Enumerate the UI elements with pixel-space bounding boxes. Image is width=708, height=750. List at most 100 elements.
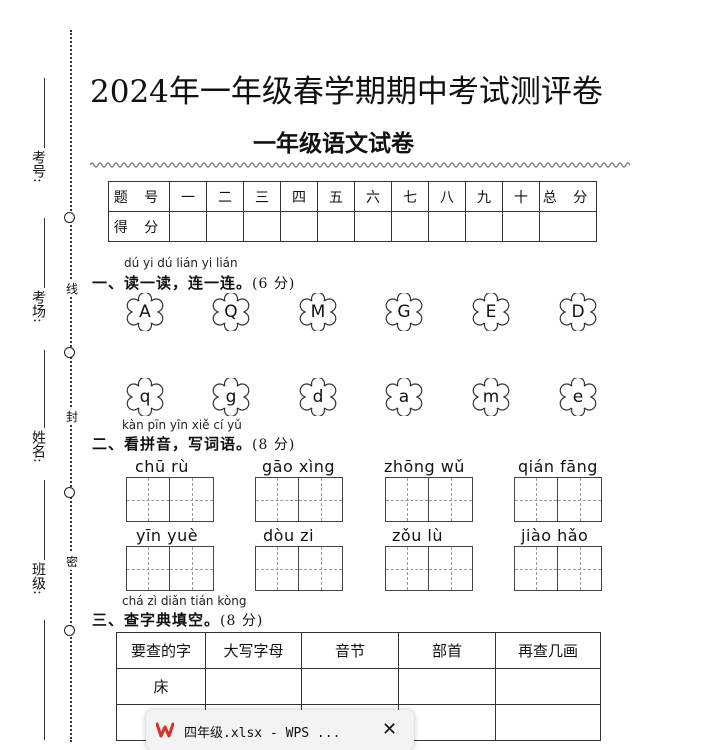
grid-cell[interactable] xyxy=(127,547,170,590)
grid-cell[interactable] xyxy=(299,547,342,590)
grid-cell[interactable] xyxy=(386,478,429,521)
binding-hole xyxy=(64,212,75,223)
flower-upper: G xyxy=(385,293,423,331)
writing-grid[interactable] xyxy=(255,546,343,591)
word-pinyin: chū rù xyxy=(135,457,189,476)
dict-answer-cell[interactable] xyxy=(495,704,601,741)
score-col-7: 七 xyxy=(391,181,429,212)
flower-shape xyxy=(299,378,337,416)
section3-points: (8 分) xyxy=(220,613,264,629)
flower-shape xyxy=(126,378,164,416)
dict-answer-cell[interactable] xyxy=(398,704,496,741)
flower-shape xyxy=(472,293,510,331)
score-col-6: 六 xyxy=(354,181,392,212)
score-cell xyxy=(169,211,207,242)
flower-letter: g xyxy=(225,387,237,407)
score-label-total: 总 分 xyxy=(539,181,597,212)
window-title: 四年级.xlsx - WPS ... xyxy=(184,726,341,741)
fill-line xyxy=(44,78,45,148)
seal-char-secret: 密 xyxy=(66,553,79,570)
flower-letter: D xyxy=(571,302,585,322)
score-cell xyxy=(280,211,318,242)
grid-cell[interactable] xyxy=(429,478,472,521)
grid-cell[interactable] xyxy=(170,478,213,521)
word-pinyin: yīn yuè xyxy=(136,526,199,545)
dict-answer-cell[interactable] xyxy=(205,668,302,705)
flower-shape xyxy=(559,293,597,331)
flower-upper: M xyxy=(299,293,337,331)
grid-cell[interactable] xyxy=(127,478,170,521)
score-col-3: 三 xyxy=(243,181,281,212)
grid-cell[interactable] xyxy=(256,547,299,590)
score-row-numbers: 题 号 一 二 三 四 五 六 七 八 九 十 总 分 xyxy=(108,181,597,212)
dict-header-radical: 部首 xyxy=(398,632,496,669)
flower-lower: a xyxy=(385,378,423,416)
grid-cell[interactable] xyxy=(170,547,213,590)
dict-header-strokes: 再查几画 xyxy=(495,632,601,669)
score-label-question: 题 号 xyxy=(108,181,170,212)
flower-shape xyxy=(385,378,423,416)
writing-grid[interactable] xyxy=(385,546,473,591)
writing-grid[interactable] xyxy=(385,477,473,522)
score-cell xyxy=(502,211,540,242)
dict-answer-cell[interactable] xyxy=(398,668,496,705)
flower-lower: m xyxy=(472,378,510,416)
writing-grid[interactable] xyxy=(255,477,343,522)
score-row-points: 得 分 xyxy=(108,211,597,242)
section3-heading: 三、查字典填空。(8 分) xyxy=(92,609,263,630)
writing-grid[interactable] xyxy=(514,477,602,522)
flower-shape xyxy=(126,293,164,331)
grid-cell[interactable] xyxy=(256,478,299,521)
score-col-2: 二 xyxy=(206,181,244,212)
section3-title: 三、查字典填空。 xyxy=(92,611,221,629)
section2-title: 二、看拼音，写词语。 xyxy=(92,435,253,453)
grid-cell[interactable] xyxy=(299,478,342,521)
binding-dotted-line xyxy=(70,30,72,742)
seal-char-seal: 封 xyxy=(66,408,79,425)
wps-logo-icon xyxy=(156,722,174,738)
flower-upper: A xyxy=(126,293,164,331)
score-col-8: 八 xyxy=(428,181,466,212)
score-col-9: 九 xyxy=(465,181,503,212)
page-title: 2024年一年级春学期期中考试测评卷 xyxy=(90,74,603,110)
flower-letter: d xyxy=(312,387,324,407)
flower-letter: A xyxy=(139,302,151,322)
score-cell xyxy=(539,211,597,242)
close-icon[interactable]: ✕ xyxy=(382,719,398,740)
flower-upper: D xyxy=(559,293,597,331)
taskbar-window-preview[interactable]: 四年级.xlsx - WPS ... ✕ xyxy=(146,710,414,750)
grid-cell[interactable] xyxy=(558,478,601,521)
section3-pinyin: chá zì diǎn tián kòng xyxy=(122,594,247,608)
flower-shape xyxy=(299,293,337,331)
dict-header-char: 要查的字 xyxy=(116,632,206,669)
grid-cell[interactable] xyxy=(515,547,558,590)
table-row: 床 xyxy=(116,668,601,705)
writing-grid[interactable] xyxy=(126,546,214,591)
dict-header-letter: 大写字母 xyxy=(205,632,302,669)
dictionary-header-row: 要查的字 大写字母 音节 部首 再查几画 xyxy=(116,632,601,669)
score-cell xyxy=(206,211,244,242)
grid-cell[interactable] xyxy=(558,547,601,590)
grid-cell[interactable] xyxy=(515,478,558,521)
section2-pinyin: kàn pīn yīn xiě cí yǔ xyxy=(122,418,242,432)
dict-header-syllable: 音节 xyxy=(301,632,399,669)
score-cell xyxy=(465,211,503,242)
dict-answer-cell[interactable] xyxy=(495,668,601,705)
seal-char-line: 线 xyxy=(66,280,79,297)
writing-grid[interactable] xyxy=(514,546,602,591)
fill-line xyxy=(44,480,45,560)
score-cell xyxy=(391,211,429,242)
grid-cell[interactable] xyxy=(429,547,472,590)
dict-answer-cell[interactable] xyxy=(301,668,399,705)
flower-upper: E xyxy=(472,293,510,331)
score-col-10: 十 xyxy=(502,181,540,212)
grid-cell[interactable] xyxy=(386,547,429,590)
score-cell xyxy=(354,211,392,242)
flower-letter: m xyxy=(482,387,500,407)
flower-shape xyxy=(472,378,510,416)
word-pinyin: jiào hǎo xyxy=(521,526,589,545)
score-col-1: 一 xyxy=(169,181,207,212)
flower-shape xyxy=(385,293,423,331)
score-label-points: 得 分 xyxy=(108,211,170,242)
writing-grid[interactable] xyxy=(126,477,214,522)
